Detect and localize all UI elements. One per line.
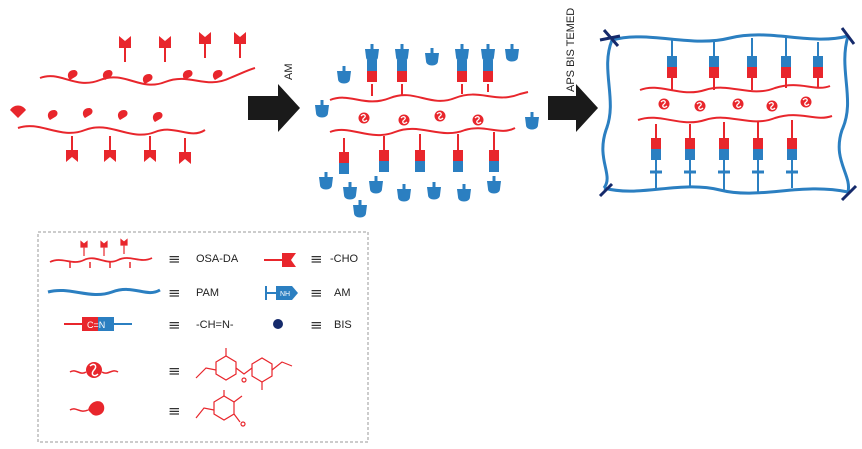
osa-da-chains [10,31,256,165]
reaction-arrow-2 [548,84,598,132]
legend-label-osa-da: OSA-DA [196,253,239,265]
legend-knot-double-symbol [69,362,119,378]
legend-equiv-pam: ≡ [168,284,181,302]
legend-equiv-bis: ≡ [310,316,323,334]
legend-label-pam: PAM [196,287,219,299]
arrow-2-label: APS BIS TEMED [565,8,577,92]
legend-am-icon-text: NH [280,291,290,298]
legend-imine-symbol [64,317,132,331]
legend-structure-single [195,390,246,427]
legend-structure-double [195,348,293,390]
arrow-1-label: AM [283,64,295,81]
legend-equiv-am: ≡ [310,284,323,302]
legend-am-symbol [265,286,298,300]
legend-equiv-imine: ≡ [168,316,181,334]
legend-equiv-knot-double: ≡ [168,362,181,380]
legend-equiv-cho: ≡ [310,250,323,268]
legend-hook-single-symbol [69,401,105,416]
legend-equiv-hook-single: ≡ [168,402,181,420]
legend-label-cho: -CHO [330,253,359,265]
legend-equiv-osa-da: ≡ [168,250,181,268]
legend-label-am: AM [334,287,351,299]
osa-da-am-mixture [315,44,539,218]
hydrogel-network [598,27,858,202]
legend-osa-da-symbol [49,237,153,268]
legend-cho-symbol [264,253,296,267]
legend-imine-icon-text: C=N [87,320,105,330]
legend-label-bis: BIS [334,319,352,331]
legend-bis-symbol [273,319,283,329]
legend-pam-symbol [47,287,161,297]
reaction-arrow-1 [248,84,300,132]
legend-label-imine: -CH=N- [196,319,234,331]
